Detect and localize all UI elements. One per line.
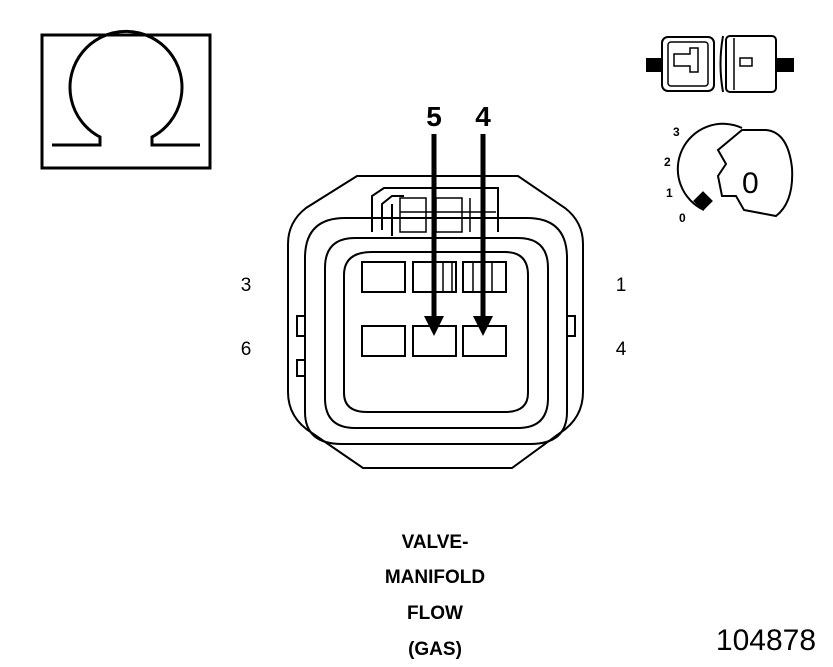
component-name-line-4: (GAS) xyxy=(408,639,462,660)
ignition-position-1: 1 xyxy=(666,186,673,200)
ohm-icon xyxy=(40,29,212,170)
figure-number: 104878 xyxy=(716,624,816,657)
component-name-line-1: VALVE- xyxy=(402,532,469,553)
pin-label-6: 6 xyxy=(241,339,252,360)
probe-arrow-4 xyxy=(473,134,493,336)
component-name-line-3: FLOW xyxy=(407,603,463,624)
ignition-key-label: 0 xyxy=(742,167,759,200)
pin-label-3: 3 xyxy=(241,275,252,296)
cavity-3 xyxy=(361,261,406,293)
disconnected-connector-icon xyxy=(646,35,794,93)
connector-face xyxy=(287,175,584,469)
pin-label-4: 4 xyxy=(616,339,627,360)
cavity-6 xyxy=(361,325,406,357)
ignition-key-icon xyxy=(676,122,794,218)
probe-arrow-5 xyxy=(424,134,444,336)
probe-label-4: 4 xyxy=(475,101,491,132)
probe-label-5: 5 xyxy=(426,101,442,132)
pin-label-1: 1 xyxy=(616,275,627,296)
ignition-position-2: 2 xyxy=(664,155,671,169)
ignition-position-3: 3 xyxy=(673,125,680,139)
component-name-line-2: MANIFOLD xyxy=(385,567,485,588)
ignition-position-0: 0 xyxy=(679,211,686,225)
